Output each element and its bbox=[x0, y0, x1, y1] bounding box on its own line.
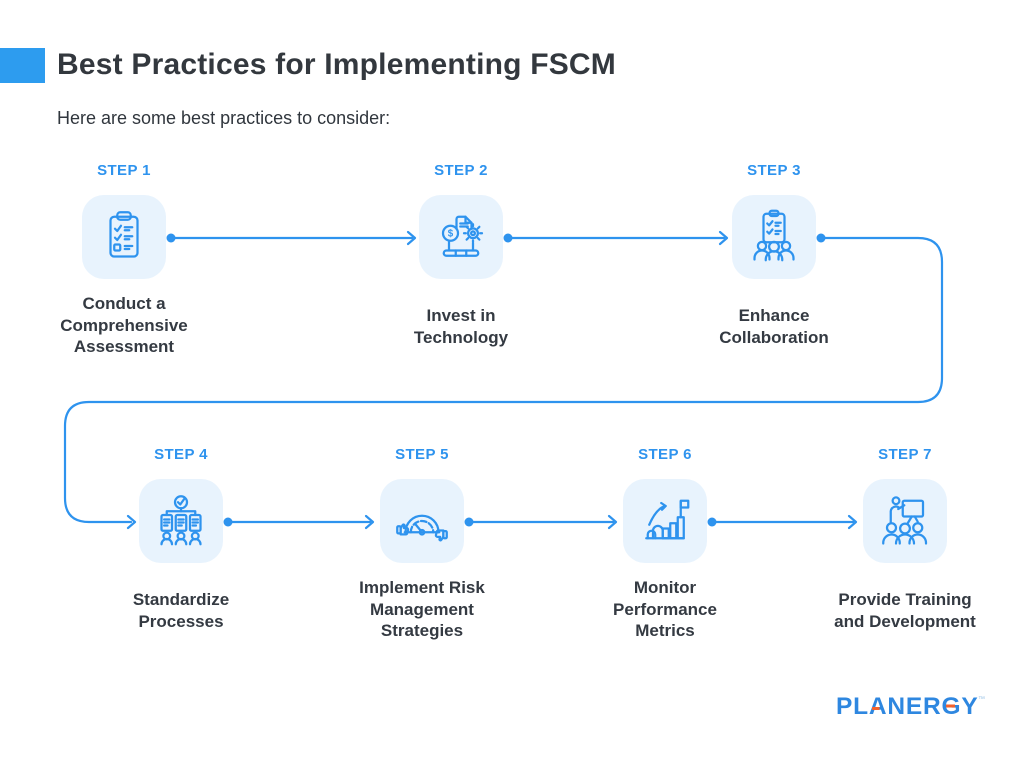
step-6-icon-box bbox=[623, 479, 707, 563]
step-7: STEP 7 Provide Training and Development bbox=[810, 446, 1000, 632]
planergy-logo: PLANERGY ™ bbox=[836, 692, 996, 727]
arrowhead-icon bbox=[406, 230, 417, 246]
connector-step3-step4-wrap bbox=[63, 236, 944, 524]
planergy-wordmark-icon: PLANERGY ™ bbox=[836, 693, 985, 720]
laptop-finance-gear-icon: $ bbox=[441, 215, 484, 257]
step-2-icon-box: $ bbox=[419, 195, 503, 279]
connector-dot bbox=[464, 517, 474, 527]
step-7-caption: Provide Training and Development bbox=[834, 590, 976, 631]
step-4-icon-box bbox=[139, 479, 223, 563]
connector-dot bbox=[503, 233, 513, 243]
step-2-caption: Invest in Technology bbox=[413, 306, 509, 347]
risk-gauge-thumbs-icon bbox=[396, 514, 448, 542]
step-1-caption: Conduct a Comprehensive Assessment bbox=[60, 294, 188, 356]
connector-dot bbox=[223, 517, 233, 527]
arrowhead-icon bbox=[364, 514, 375, 530]
connector-dot bbox=[816, 233, 826, 243]
step-7-icon-box bbox=[863, 479, 947, 563]
step-1: STEP 1 Conduct a Comprehensive Assessmen… bbox=[29, 162, 219, 358]
connector-dot bbox=[166, 233, 176, 243]
arrowhead-icon bbox=[847, 514, 858, 530]
arrowhead-icon bbox=[718, 230, 729, 246]
step-4-caption: Standardize Processes bbox=[132, 590, 230, 631]
step-3-caption: Enhance Collaboration bbox=[719, 306, 829, 347]
step-5-icon-box bbox=[380, 479, 464, 563]
clipboard-checklist-icon bbox=[109, 211, 139, 258]
step-6-caption: Monitor Performance Metrics bbox=[613, 578, 717, 640]
step-1-icon-box bbox=[82, 195, 166, 279]
logo-text: PLANERGY bbox=[836, 693, 979, 720]
trainer-presentation-icon bbox=[882, 496, 928, 545]
arrowhead-icon bbox=[607, 514, 618, 530]
header-accent-block bbox=[0, 48, 45, 83]
connector-dot bbox=[707, 517, 717, 527]
step-4: STEP 4 Stan bbox=[86, 446, 276, 632]
approved-org-chart-icon bbox=[160, 495, 202, 546]
step-7-label: STEP 7 bbox=[878, 446, 932, 463]
step-3-label: STEP 3 bbox=[747, 162, 801, 179]
step-3: STEP 3 Enhance Collaboration bbox=[679, 162, 869, 348]
step-3-icon-box bbox=[732, 195, 816, 279]
page-subtitle: Here are some best practices to consider… bbox=[57, 108, 391, 128]
arrowhead-icon bbox=[126, 514, 137, 530]
step-1-label: STEP 1 bbox=[97, 162, 151, 179]
step-5: STEP 5 Implement Risk Management Strateg… bbox=[327, 446, 517, 642]
step-6: STEP 6 Monitor Performance Metrics bbox=[570, 446, 760, 642]
page-title: Best Practices for Implementing FSCM bbox=[57, 48, 616, 81]
step-2-label: STEP 2 bbox=[434, 162, 488, 179]
step-6-label: STEP 6 bbox=[638, 446, 692, 463]
growth-chart-flag-icon bbox=[645, 499, 690, 540]
step-5-caption: Implement Risk Management Strategies bbox=[359, 578, 485, 640]
logo-g-crossbar-accent bbox=[946, 704, 955, 708]
team-checklist-icon bbox=[753, 209, 795, 262]
step-4-label: STEP 4 bbox=[154, 446, 208, 463]
logo-trademark: ™ bbox=[978, 696, 985, 703]
svg-text:$: $ bbox=[448, 229, 454, 240]
logo-a-crossbar-accent bbox=[872, 707, 880, 710]
step-2: STEP 2 $ Invest in Technology bbox=[366, 162, 556, 348]
step-5-label: STEP 5 bbox=[395, 446, 449, 463]
